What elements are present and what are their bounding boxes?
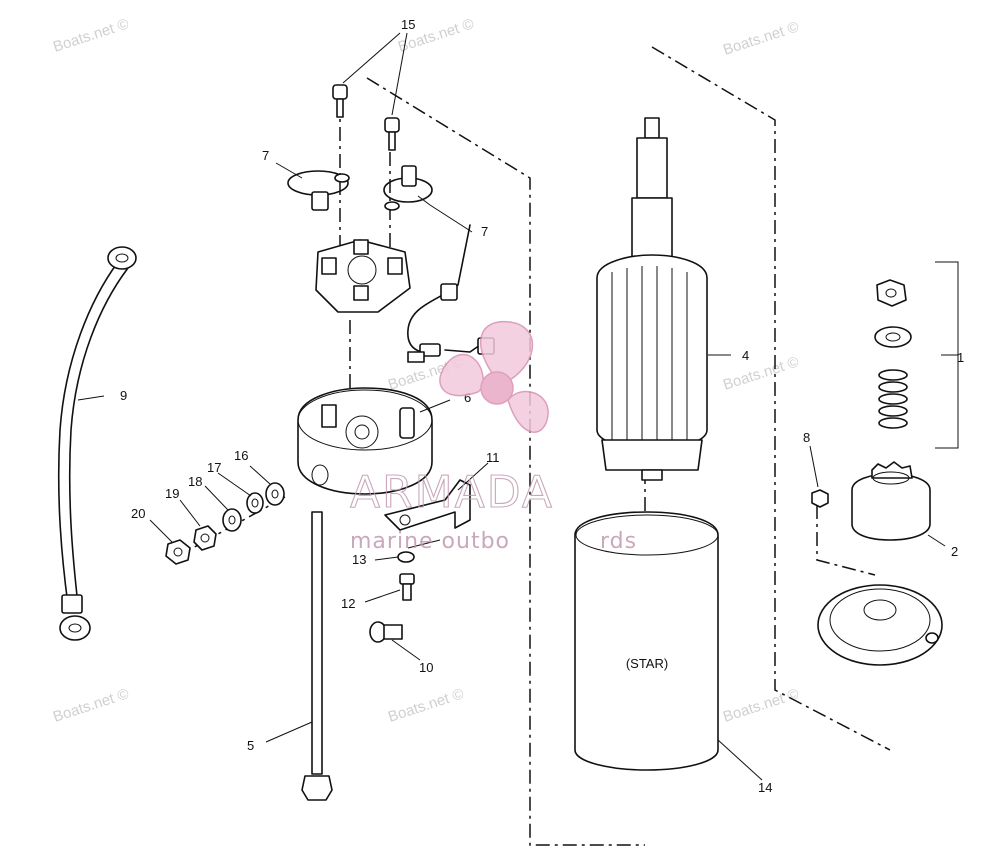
callout-7-right: 7 (481, 224, 488, 239)
callout-7-top: 7 (262, 148, 269, 163)
watermark-text: Boats.net © (721, 685, 801, 725)
bracket (384, 479, 471, 531)
battery-cable (57, 246, 137, 641)
through-bolt (301, 511, 333, 801)
callout-10: 10 (419, 660, 433, 675)
callout-labels: 15 7 7 9 6 4 1 8 2 11 16 17 18 19 20 13 … (120, 17, 964, 795)
callout-1: 1 (957, 350, 964, 365)
brand-tagline-tail: rds (600, 529, 637, 554)
drive-pinion (851, 461, 931, 541)
propeller-logo-icon (439, 320, 549, 433)
watermark-text: Boats.net © (51, 685, 131, 725)
screws (332, 84, 400, 151)
callout-6: 6 (464, 390, 471, 405)
callout-14: 14 (758, 780, 772, 795)
callout-15: 15 (401, 17, 415, 32)
small-fasteners (369, 551, 415, 643)
brand-tagline: marine outbo (350, 529, 510, 554)
callout-5: 5 (247, 738, 254, 753)
leader-lines (77, 32, 958, 781)
brand-logo: ARMADA marine outbo rds (349, 320, 637, 554)
callout-8: 8 (803, 430, 810, 445)
alignment-lines (179, 46, 891, 846)
watermark-text: Boats.net © (721, 353, 801, 393)
watermark-text: Boats.net © (721, 18, 801, 58)
callout-13: 13 (352, 552, 366, 567)
armature (596, 117, 708, 481)
small-nut (811, 489, 829, 508)
callout-16: 16 (234, 448, 248, 463)
end-cap (297, 387, 433, 495)
callout-19: 19 (165, 486, 179, 501)
callout-4: 4 (742, 348, 749, 363)
drive-end-plate (817, 584, 943, 666)
callout-2: 2 (951, 544, 958, 559)
washers-and-nuts (165, 482, 285, 565)
callout-20: 20 (131, 506, 145, 521)
callout-12: 12 (341, 596, 355, 611)
callout-18: 18 (188, 474, 202, 489)
watermark-text: Boats.net © (51, 15, 131, 55)
brushes-and-springs (287, 165, 433, 211)
housing: (STAR) (574, 511, 719, 771)
callout-17: 17 (207, 460, 221, 475)
callout-11: 11 (486, 450, 500, 465)
brush-plate (315, 239, 411, 313)
brand-name: ARMADA (350, 467, 554, 518)
watermark-text: Boats.net © (386, 685, 466, 725)
callout-9: 9 (120, 388, 127, 403)
housing-label: (STAR) (626, 656, 668, 671)
